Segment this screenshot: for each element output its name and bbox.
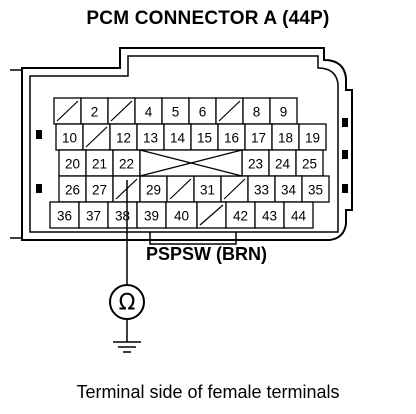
terminal-18 bbox=[271, 123, 300, 151]
terminal-label: 27 bbox=[92, 183, 107, 198]
diagram-title: PCM CONNECTOR A (44P) bbox=[86, 8, 330, 29]
side-marker bbox=[342, 150, 348, 159]
ohm-symbol: Ω bbox=[119, 291, 136, 316]
terminal-label: 31 bbox=[200, 183, 215, 198]
terminal-label: 16 bbox=[224, 131, 239, 146]
terminal-label: 4 bbox=[145, 105, 153, 120]
connector-left-latch bbox=[10, 69, 23, 239]
terminal-label: 20 bbox=[65, 157, 80, 172]
terminal-27 bbox=[85, 175, 114, 203]
terminal-21 bbox=[85, 149, 114, 177]
terminal-33 bbox=[247, 175, 276, 203]
terminal-label: 29 bbox=[146, 183, 161, 198]
blank-slash bbox=[223, 178, 246, 200]
terminal-label: 13 bbox=[143, 131, 158, 146]
ground-icon bbox=[113, 341, 141, 353]
terminal-label: 35 bbox=[308, 183, 323, 198]
side-marker bbox=[342, 184, 348, 193]
terminal-label: 12 bbox=[116, 131, 131, 146]
terminal-label: 33 bbox=[254, 183, 269, 198]
side-marker bbox=[36, 130, 42, 139]
terminal-label: 6 bbox=[199, 105, 207, 120]
connector-housing-outer bbox=[21, 47, 353, 241]
blank-slash bbox=[218, 100, 241, 122]
terminal-6 bbox=[188, 97, 217, 125]
terminal-37 bbox=[78, 201, 109, 229]
connector-housing-inner bbox=[29, 55, 339, 233]
terminal-5 bbox=[161, 97, 190, 125]
terminal-9 bbox=[269, 97, 298, 125]
terminal-39 bbox=[136, 201, 167, 229]
terminal-label: 42 bbox=[233, 209, 248, 224]
terminal-label: 18 bbox=[278, 131, 293, 146]
signal-label: PSPSW (BRN) bbox=[146, 244, 267, 264]
terminal-label: 24 bbox=[275, 157, 291, 172]
terminal-label: 40 bbox=[174, 209, 189, 224]
terminal-36 bbox=[49, 201, 80, 229]
terminal-label: 14 bbox=[170, 131, 186, 146]
blank-slash bbox=[110, 100, 133, 122]
terminal-42 bbox=[225, 201, 256, 229]
connector-bottom-key bbox=[149, 232, 237, 245]
terminal-10 bbox=[55, 123, 84, 151]
blank-slash bbox=[56, 100, 79, 122]
terminal-label: 43 bbox=[262, 209, 277, 224]
terminal-label: 17 bbox=[251, 131, 266, 146]
terminal-label: 39 bbox=[144, 209, 159, 224]
side-marker bbox=[342, 118, 348, 127]
terminal-label: 21 bbox=[92, 157, 107, 172]
terminal-label: 15 bbox=[197, 131, 212, 146]
terminal-label: 22 bbox=[119, 157, 134, 172]
terminal-label: 23 bbox=[248, 157, 263, 172]
terminal-label: 10 bbox=[62, 131, 77, 146]
terminal-label: 36 bbox=[57, 209, 72, 224]
terminal-label: 5 bbox=[172, 105, 180, 120]
terminal-label: 2 bbox=[91, 105, 99, 120]
blank-slash bbox=[85, 126, 108, 148]
terminal-label: 25 bbox=[302, 157, 317, 172]
terminal-38 bbox=[107, 201, 138, 229]
blank-slash bbox=[169, 178, 192, 200]
terminal-label: 9 bbox=[280, 105, 288, 120]
terminal-label: 44 bbox=[291, 209, 307, 224]
terminal-8 bbox=[242, 97, 271, 125]
terminal-label: 19 bbox=[305, 131, 320, 146]
terminal-label: 37 bbox=[86, 209, 101, 224]
terminal-34 bbox=[274, 175, 303, 203]
blank-slash bbox=[199, 204, 224, 226]
terminal-label: 34 bbox=[281, 183, 297, 198]
terminal-label: 26 bbox=[65, 183, 80, 198]
terminal-35 bbox=[301, 175, 330, 203]
side-marker bbox=[36, 184, 42, 193]
terminal-label: 38 bbox=[115, 209, 130, 224]
terminal-44 bbox=[283, 201, 314, 229]
terminal-label: 8 bbox=[253, 105, 261, 120]
caption: Terminal side of female terminals bbox=[76, 382, 340, 402]
